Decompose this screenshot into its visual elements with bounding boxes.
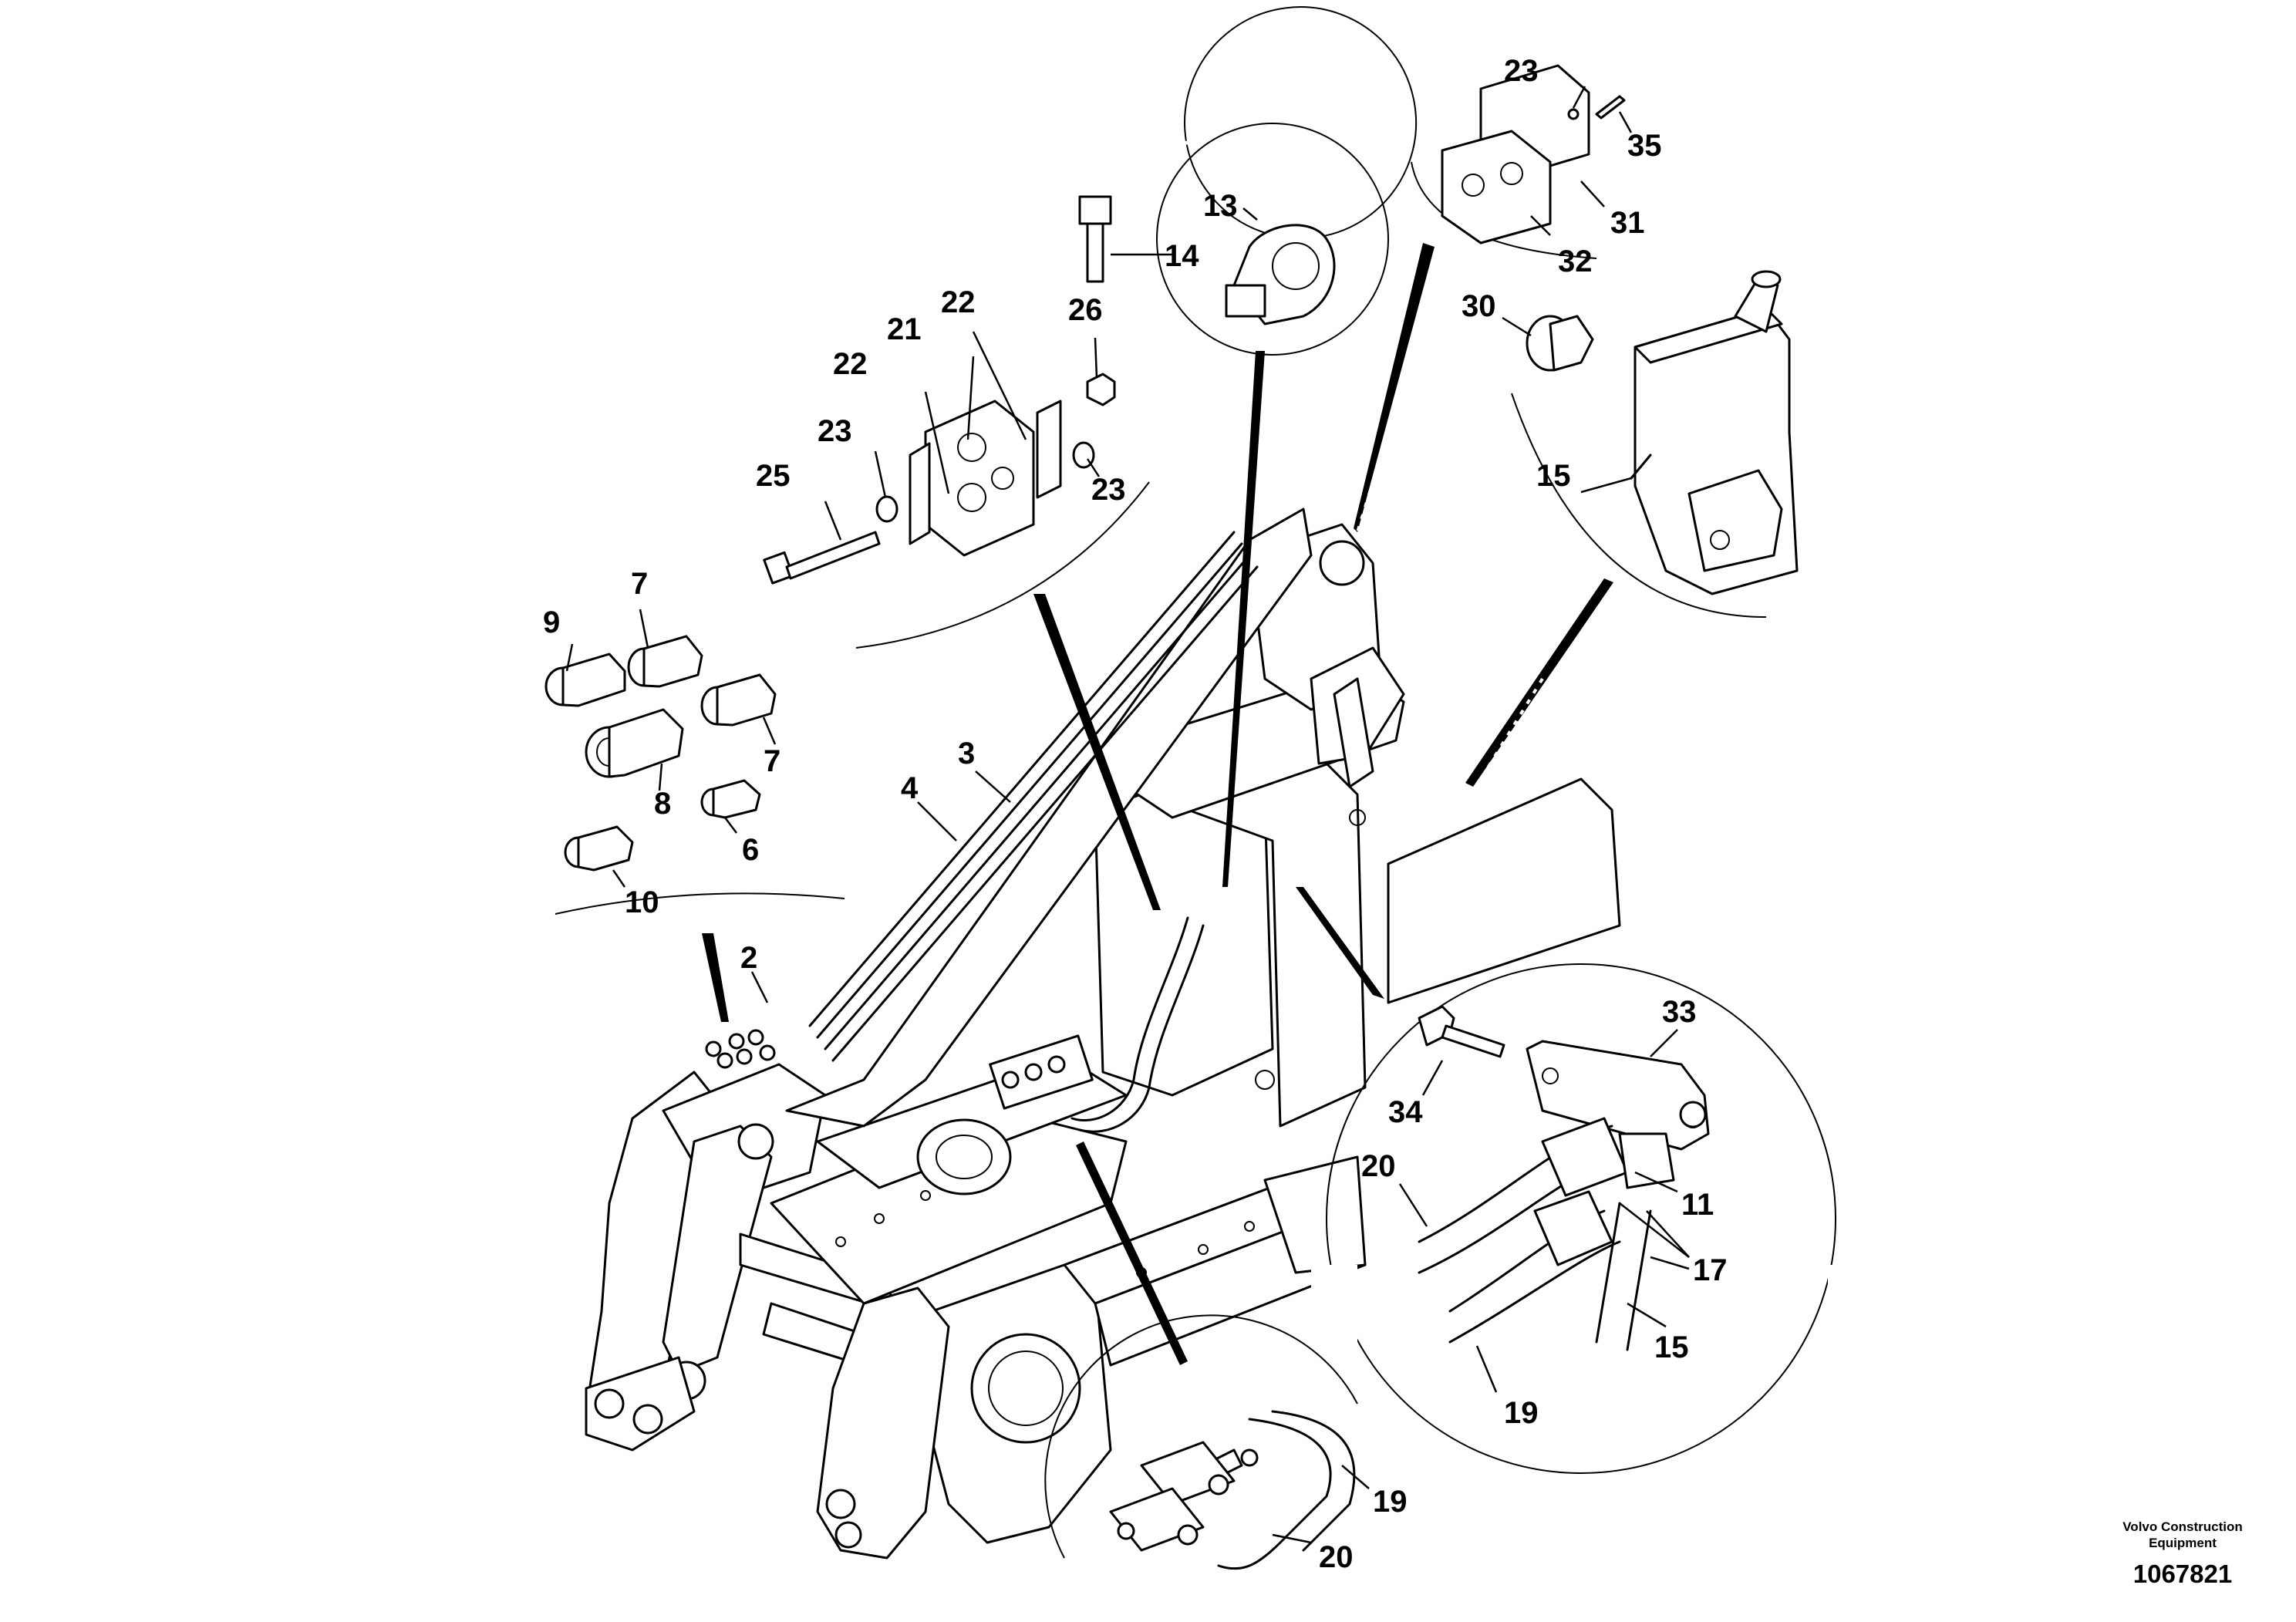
credit-block: Volvo Construction Equipment 1067821 [2122, 1519, 2243, 1588]
callout-21: 21 [887, 312, 922, 346]
fitting-icon [1526, 315, 1594, 372]
detail-clamp-13-14 [1078, 6, 1417, 887]
callout-14: 14 [1165, 239, 1199, 273]
callout-31: 31 [1610, 206, 1645, 240]
callout-9: 9 [543, 605, 560, 639]
callout-labels: 23 35 31 32 13 14 22 21 26 22 23 23 25 3… [543, 54, 1728, 1574]
detail-quick-couplers [544, 635, 845, 1022]
detail-clip-31-32 [1354, 64, 1626, 533]
detail-valve-hoses [1044, 1141, 1358, 1570]
pointer-wedge [1354, 243, 1435, 532]
leader-lines [565, 86, 1690, 1544]
pointer-wedge [1033, 594, 1161, 910]
bolt-icon [1078, 195, 1112, 283]
pointer-wedge [702, 933, 729, 1022]
callout-8: 8 [654, 787, 671, 821]
callout-3: 3 [958, 737, 975, 771]
fitting-icon [627, 635, 703, 688]
callout-26: 26 [1068, 293, 1103, 327]
callout-22-top: 22 [941, 285, 976, 319]
callout-15-bottom: 15 [1654, 1330, 1689, 1364]
machine-frame [585, 508, 1621, 1560]
valve-block [989, 1034, 1094, 1110]
fitting-icon [700, 779, 761, 819]
callout-32: 32 [1558, 244, 1593, 278]
pointer-wedge [1465, 578, 1613, 787]
callout-11: 11 [1681, 1188, 1714, 1222]
callout-30: 30 [1462, 289, 1496, 323]
callout-22-left: 22 [833, 347, 868, 381]
callout-23: 23 [1504, 54, 1539, 88]
detail-clamp-block-21 [763, 373, 1161, 910]
document-number: 1067821 [2133, 1560, 2232, 1588]
pointer-wedge [1296, 887, 1384, 999]
long-bolt-icon [763, 531, 881, 585]
callout-20-detail: 20 [1361, 1149, 1396, 1183]
detail-tank [1465, 270, 1799, 787]
credit-company: Volvo Construction [2122, 1519, 2243, 1534]
callout-34: 34 [1388, 1095, 1423, 1129]
callout-2: 2 [740, 941, 757, 975]
callout-15-top: 15 [1536, 459, 1571, 493]
callout-10: 10 [625, 885, 659, 919]
callout-23-left: 23 [818, 414, 852, 448]
callout-19-detail: 19 [1504, 1396, 1539, 1430]
callout-19-bottom: 19 [1373, 1485, 1408, 1519]
callout-7-right: 7 [764, 744, 781, 778]
callout-6: 6 [742, 833, 759, 867]
callout-23-right: 23 [1091, 473, 1126, 507]
credit-subtitle: Equipment [2149, 1536, 2217, 1550]
pointer-wedge [1076, 1141, 1188, 1365]
callout-4: 4 [901, 771, 919, 805]
callout-13: 13 [1203, 189, 1238, 223]
callout-7-top: 7 [631, 567, 648, 601]
callout-35: 35 [1627, 129, 1662, 163]
coupler-icon [564, 825, 634, 872]
callout-33: 33 [1662, 995, 1697, 1029]
coupler-icon [544, 653, 626, 707]
coupler-icon [585, 708, 684, 778]
callout-17: 17 [1693, 1253, 1728, 1287]
pointer-wedge [1222, 351, 1265, 887]
fitting-icon [700, 673, 777, 727]
coupler-cluster [705, 1029, 776, 1069]
detail-hose-fittings [1296, 887, 1874, 1474]
callout-25: 25 [756, 459, 791, 493]
callout-20-bottom: 20 [1319, 1540, 1354, 1574]
